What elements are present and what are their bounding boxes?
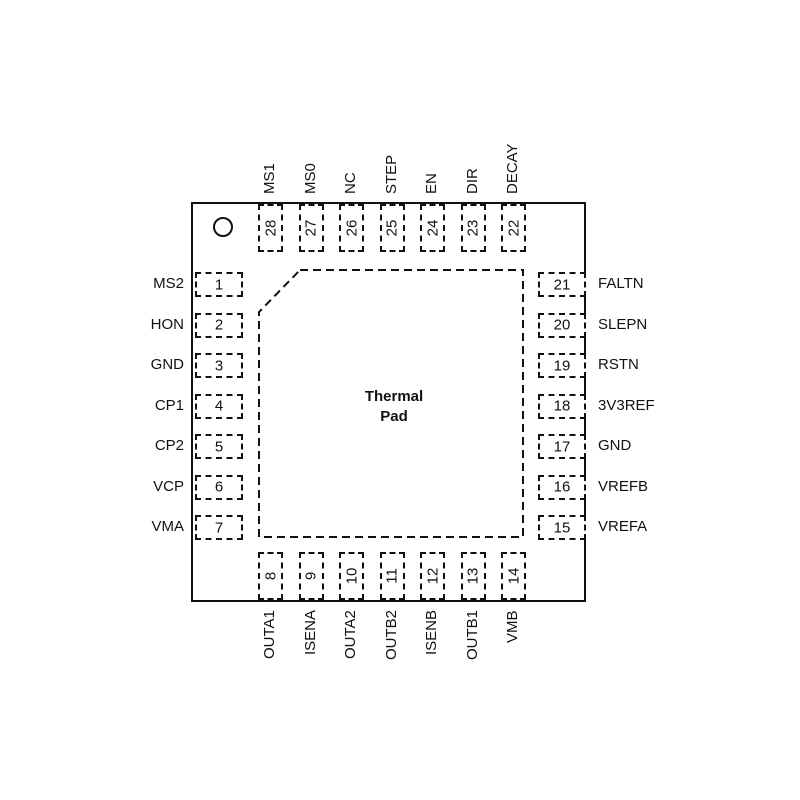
pin-pad-7: 7 <box>195 515 243 540</box>
pin-pad-10: 10 <box>339 552 364 600</box>
pin-pad-19: 19 <box>538 353 586 378</box>
pin-label-rstn: RSTN <box>598 356 639 373</box>
pin-label-slepn: SLEPN <box>598 315 648 333</box>
pin-number: 11 <box>383 568 401 584</box>
pin-label-vrefa: VREFA <box>598 518 648 535</box>
pin-number: 8 <box>262 571 279 581</box>
pin-label-step: STEP <box>382 154 400 194</box>
pin-label-vma: VMA <box>151 518 184 535</box>
pin-number: 2 <box>214 316 224 334</box>
pin-pad-9: 9 <box>298 552 324 600</box>
pin-number: 3 <box>214 357 224 374</box>
pin-number: 27 <box>302 219 320 237</box>
pin-pad-3: 3 <box>195 353 243 378</box>
pin-label-gnd: GND <box>150 356 184 373</box>
thermal-pad-label: Thermal Pad <box>339 387 449 427</box>
pin-pad-16: 16 <box>538 474 586 500</box>
pin-pad-11: 11 <box>379 552 405 600</box>
pin-label-ms0: MS0 <box>301 163 319 194</box>
pin-number: 4 <box>214 397 224 415</box>
pin-number: 21 <box>553 276 571 293</box>
pin-label-en: EN <box>423 173 440 194</box>
pin-number: 25 <box>383 219 401 237</box>
pin-label-3v3ref: 3V3REF <box>598 396 655 414</box>
pin-label-outa2: OUTA2 <box>342 610 359 659</box>
pin-pad-28: 28 <box>258 204 283 252</box>
pin-label-isenb: ISENB <box>423 610 440 656</box>
pin-number: 7 <box>214 519 224 536</box>
pin-number: 19 <box>553 357 571 374</box>
thermal-pad-label-line2: Pad <box>380 408 408 425</box>
pin-label-nc: NC <box>342 172 359 194</box>
pin-label-faltn: FALTN <box>598 275 644 292</box>
pin-number: 9 <box>302 571 320 581</box>
pin-label-decay: DECAY <box>504 143 521 194</box>
pin-pad-23: 23 <box>460 204 486 252</box>
pin-pad-14: 14 <box>501 552 526 600</box>
pin-number: 26 <box>343 219 360 237</box>
pin-number: 16 <box>553 478 571 496</box>
pin-number: 23 <box>464 219 482 237</box>
pin-number: 20 <box>553 316 571 334</box>
pin-number: 10 <box>343 567 360 585</box>
pin-pad-15: 15 <box>538 515 586 540</box>
pin-pad-20: 20 <box>538 312 586 338</box>
pin-pad-24: 24 <box>420 204 445 252</box>
pin-pad-4: 4 <box>195 393 243 419</box>
pin-number: 14 <box>505 567 522 585</box>
pin-pad-8: 8 <box>258 552 283 600</box>
pin-label-outa1: OUTA1 <box>261 610 278 659</box>
pin-number: 1 <box>214 276 224 293</box>
pin-number: 17 <box>553 438 571 455</box>
pin-label-isena: ISENA <box>301 610 319 656</box>
pin-pad-2: 2 <box>195 312 243 338</box>
pin-pad-17: 17 <box>538 434 586 459</box>
pin-pad-27: 27 <box>298 204 324 252</box>
pin-label-outb2: OUTB2 <box>382 610 400 661</box>
pin1-indicator-icon <box>213 217 233 237</box>
pin-pad-5: 5 <box>195 434 243 459</box>
pin-number: 6 <box>214 478 224 496</box>
pin-number: 15 <box>553 519 571 536</box>
pin-label-ms2: MS2 <box>153 275 184 292</box>
pin-pad-26: 26 <box>339 204 364 252</box>
pin-number: 5 <box>214 438 224 455</box>
pin-number: 24 <box>424 219 441 237</box>
pin-label-cp1: CP1 <box>154 396 184 414</box>
pin-pad-18: 18 <box>538 393 586 419</box>
pin-pad-1: 1 <box>195 272 243 297</box>
pin-pad-6: 6 <box>195 474 243 500</box>
pin-label-vrefb: VREFB <box>598 477 649 495</box>
pin-pad-13: 13 <box>460 552 486 600</box>
pin-pad-25: 25 <box>379 204 405 252</box>
pin-pad-22: 22 <box>501 204 526 252</box>
pin-number: 18 <box>553 397 571 415</box>
thermal-pad-label-line1: Thermal <box>364 388 424 405</box>
pin-number: 22 <box>505 219 522 237</box>
pin-pad-12: 12 <box>420 552 445 600</box>
pin-number: 13 <box>464 567 482 585</box>
pin-number: 28 <box>262 219 279 237</box>
pin-pad-21: 21 <box>538 272 586 297</box>
pin-label-vmb: VMB <box>504 610 521 643</box>
pin-label-ms1: MS1 <box>261 163 278 194</box>
pin-label-cp2: CP2 <box>154 437 184 454</box>
pin-label-hon: HON <box>150 315 184 333</box>
pin-number: 12 <box>424 567 441 585</box>
pin-label-outb1: OUTB1 <box>463 610 481 661</box>
pin-label-vcp: VCP <box>153 477 184 495</box>
pin-label-dir: DIR <box>463 168 481 194</box>
pin-label-gnd: GND <box>598 437 632 454</box>
